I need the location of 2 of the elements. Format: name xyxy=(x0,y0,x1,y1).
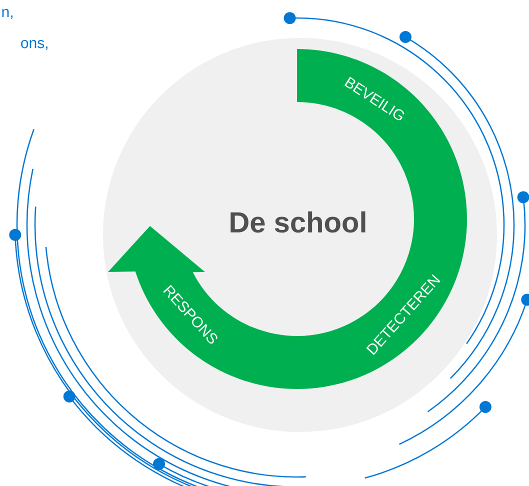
label-text: ons, xyxy=(21,40,48,50)
label-text: n, xyxy=(2,9,12,19)
